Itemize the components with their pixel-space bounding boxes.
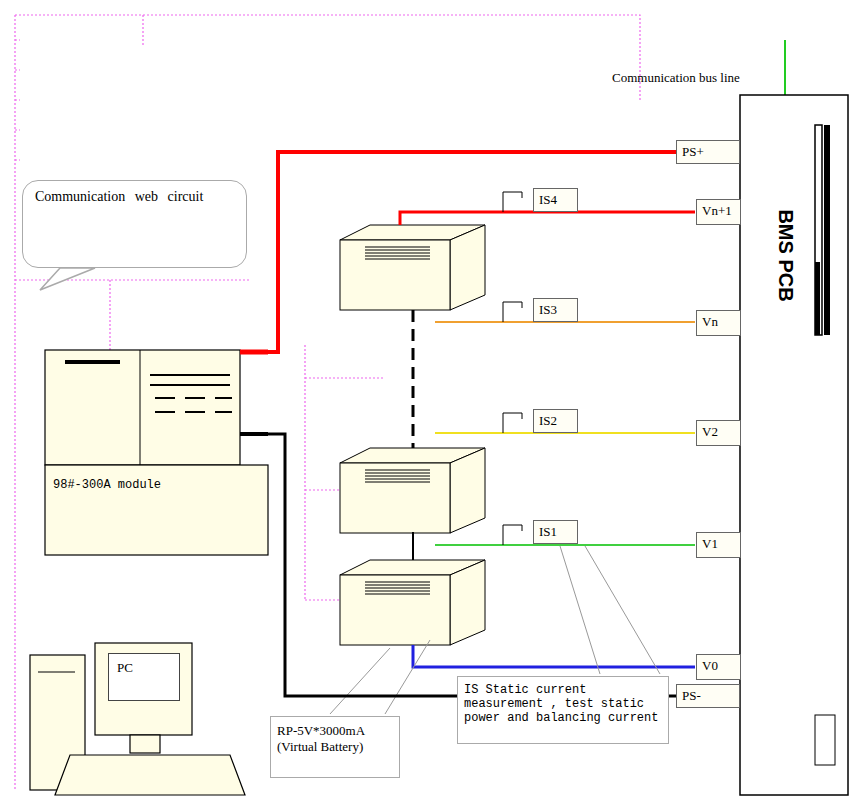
node-text: 98#-300A module <box>53 478 161 492</box>
battery-link <box>412 532 414 560</box>
node-text: IS3 <box>539 302 572 318</box>
note-callout: IS Static current measurement , test sta… <box>457 676 669 744</box>
comm-line <box>142 15 143 45</box>
bus-label: Communication bus line <box>612 70 740 86</box>
comm-line <box>15 40 20 160</box>
pc-drive <box>38 671 75 672</box>
node-text: Vn+1 <box>702 203 735 219</box>
switch-symbols <box>503 192 522 545</box>
node-text: IS2 <box>539 413 572 429</box>
board-bar <box>815 125 822 335</box>
wire-vn1 <box>400 212 695 225</box>
pc-stand <box>130 735 160 753</box>
comm-web-lines <box>15 15 640 790</box>
board-bar <box>815 262 820 335</box>
node-text: BMS PCB <box>774 209 797 301</box>
node-text: PS- <box>682 688 734 704</box>
board-bar <box>824 125 830 335</box>
terminal-box: V0 <box>696 654 741 680</box>
battery <box>340 225 485 310</box>
switch-box: IS4 <box>533 188 578 212</box>
terminal-box: PS- <box>676 684 740 708</box>
pc-monitor <box>95 643 192 735</box>
comm-line <box>14 15 15 790</box>
board-connector <box>815 715 835 765</box>
comm-line <box>109 280 110 350</box>
power-cable <box>268 434 676 696</box>
battery <box>340 560 485 645</box>
pc-figure <box>30 643 245 795</box>
terminal-box: Vn+1 <box>696 199 741 225</box>
node-text: Vn <box>702 314 735 330</box>
pc-keyboard <box>55 755 245 795</box>
pc-screen: PC <box>108 653 180 701</box>
switch-symbol <box>503 302 522 322</box>
power-stub <box>240 350 268 355</box>
module-device <box>45 350 268 555</box>
bubble-tail <box>40 268 95 290</box>
note-callout: RP-5V*3000mA (Virtual Battery) <box>270 716 400 778</box>
node-text: Communication web circuit <box>35 189 234 205</box>
switch-box: IS2 <box>533 409 578 433</box>
switch-symbol <box>503 413 522 433</box>
callout-bubble: Communication web circuit <box>22 180 247 268</box>
module-plate <box>45 465 268 555</box>
test-module: 98#-300A module <box>45 350 268 555</box>
terminal-box: PS+ <box>676 140 740 164</box>
battery <box>340 448 485 533</box>
node-text: IS Static current measurement , test sta… <box>464 683 662 725</box>
leader-line <box>330 648 390 714</box>
bus-line <box>784 40 786 95</box>
module-body <box>45 350 240 465</box>
power-stub <box>240 432 268 436</box>
node-text: IS4 <box>539 192 572 208</box>
switch-symbol <box>503 192 522 212</box>
node-text: V1 <box>702 536 735 552</box>
comm-line <box>15 15 640 100</box>
switch-box: IS3 <box>533 298 578 322</box>
module-panel <box>150 375 232 412</box>
node-text: V0 <box>702 658 735 674</box>
leader-line <box>585 546 660 674</box>
bms-board <box>740 95 848 795</box>
leader-line <box>560 546 600 674</box>
wire-v1 <box>435 544 695 546</box>
node-text: V2 <box>702 424 735 440</box>
terminal-box: Vn <box>696 310 741 336</box>
wire-v0 <box>413 645 695 667</box>
battery-chain <box>412 310 415 448</box>
module-slot <box>65 360 120 364</box>
bms-board: BMS PCB <box>740 95 848 795</box>
switch-box: IS1 <box>533 520 578 544</box>
power-cable <box>268 152 676 352</box>
node-text: IS1 <box>539 524 572 540</box>
node-text: PC <box>117 660 171 676</box>
terminal-box: V2 <box>696 420 741 446</box>
switch-symbol <box>503 525 522 545</box>
node-text: RP-5V*3000mA (Virtual Battery) <box>277 723 393 755</box>
leader-line <box>385 640 430 714</box>
node-text: PS+ <box>682 144 734 160</box>
terminal-box: V1 <box>696 532 741 558</box>
module-divider <box>140 350 141 465</box>
